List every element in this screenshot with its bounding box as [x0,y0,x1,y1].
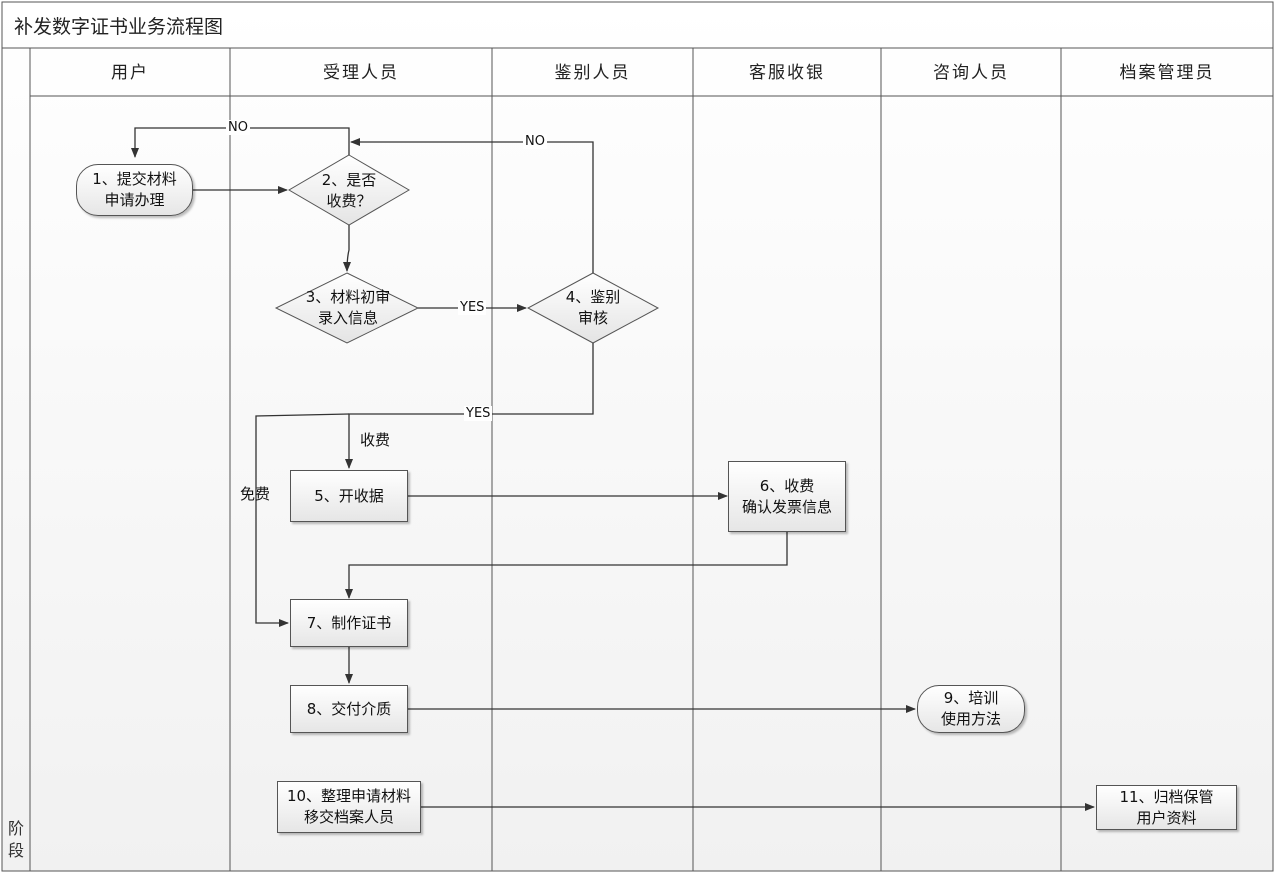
node-issue-receipt[interactable]: 5、开收据 [290,470,408,522]
node-initial-review-label: 3、材料初审 录入信息 [305,288,391,327]
node-fee-decision-label: 2、是否 收费？ [321,171,377,210]
edge-label-no-right: NO [523,134,547,149]
edge-2-3 [343,225,352,272]
edge-6-7 [345,532,788,599]
node-identity-review-label: 4、鉴别 审核 [565,288,621,327]
lane-header-cashier: 客服收银 [749,63,825,83]
lane-header-verifier: 鉴别人员 [554,63,631,83]
decision-3-shape[interactable] [274,272,420,344]
edge-label-yes-4: YES [464,406,493,421]
node-make-certificate[interactable]: 7、制作证书 [290,599,408,647]
diagram-title: 补发数字证书业务流程图 [14,16,224,38]
edge-label-free: 免费 [240,485,271,503]
edge-label-fee: 收费 [360,431,391,449]
edge-label-no-top: NO [226,120,250,135]
edge-label-yes-3-4: YES [458,300,487,315]
node-training[interactable]: 9、培训 使用方法 [917,685,1025,733]
node-organize-materials[interactable]: 10、整理申请材料 移交档案人员 [277,781,421,833]
edge-4-no-2 [350,138,594,273]
lane-header-acceptor: 受理人员 [323,63,399,83]
lane-header-archivist: 档案管理员 [1119,63,1215,83]
edge-free-7 [255,413,350,627]
node-payment-invoice[interactable]: 6、收费 确认发票信息 [728,461,846,532]
lane-header-user: 用户 [111,63,149,83]
stage-label: 阶段 [7,819,24,860]
node-archive[interactable]: 11、归档保管 用户资料 [1096,785,1237,830]
node-submit-materials[interactable]: 1、提交材料 申请办理 [76,164,193,216]
lane-header-consultant: 咨询人员 [933,63,1009,83]
node-deliver-medium[interactable]: 8、交付介质 [290,685,408,733]
